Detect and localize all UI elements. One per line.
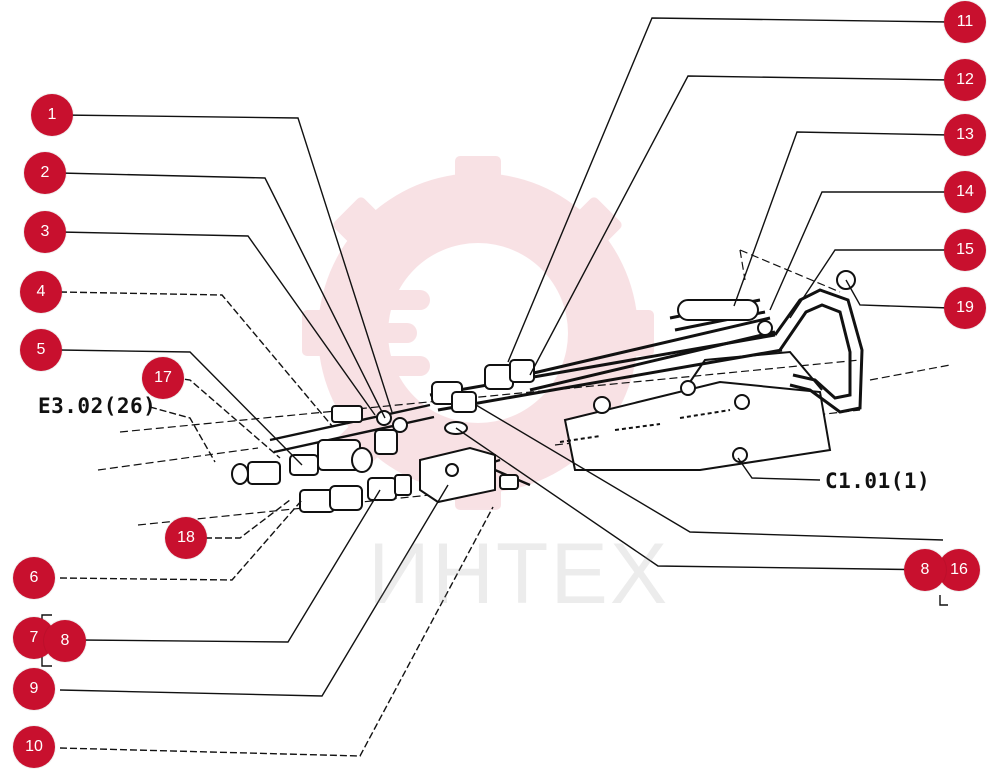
- callout-6[interactable]: 6: [13, 557, 55, 599]
- callout-9[interactable]: 9: [13, 668, 55, 710]
- callout-10[interactable]: 10: [13, 726, 55, 768]
- callout-8-right[interactable]: 8: [904, 549, 946, 591]
- callout-2[interactable]: 2: [24, 152, 66, 194]
- callout-14[interactable]: 14: [944, 171, 986, 213]
- callout-18[interactable]: 18: [165, 517, 207, 559]
- leader-lines: [41, 17, 951, 757]
- fittings: [231, 270, 856, 513]
- reference-e3-02: E3.02(26): [38, 394, 157, 418]
- callout-16[interactable]: 16: [938, 549, 980, 591]
- callout-5[interactable]: 5: [20, 329, 62, 371]
- callout-11[interactable]: 11: [944, 1, 986, 43]
- watermark-text: ИНТЕХ: [368, 526, 670, 622]
- callout-17[interactable]: 17: [142, 357, 184, 399]
- callout-13[interactable]: 13: [944, 114, 986, 156]
- callout-12[interactable]: 12: [944, 59, 986, 101]
- callout-1[interactable]: 1: [31, 94, 73, 136]
- callout-19[interactable]: 19: [944, 287, 986, 329]
- callout-8-left[interactable]: 8: [44, 620, 86, 662]
- reference-c1-01: C1.01(1): [825, 469, 931, 493]
- callout-15[interactable]: 15: [944, 229, 986, 271]
- callout-3[interactable]: 3: [24, 211, 66, 253]
- callout-4[interactable]: 4: [20, 271, 62, 313]
